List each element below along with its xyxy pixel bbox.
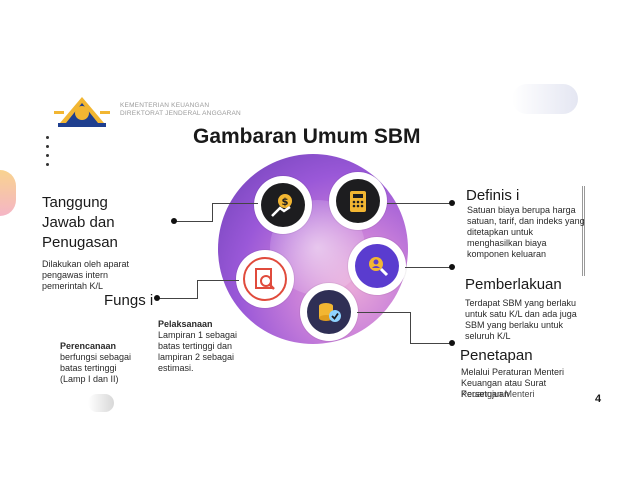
connector-line [387, 203, 451, 204]
decorative-blob-bottom-left [88, 394, 114, 412]
connector-dot [449, 264, 455, 270]
svg-text:$: $ [282, 197, 289, 208]
ministry-name: KEMENTERIAN KEUANGAN [120, 102, 210, 109]
connector-line [212, 203, 213, 222]
tanggung-jawab-heading: Tanggung Jawab dan Penugasan [42, 194, 118, 251]
connector-line [410, 343, 451, 344]
connector-line [158, 298, 198, 299]
perencanaan-title: Perencanaan [60, 341, 117, 351]
penetapan-heading: Penetapan [460, 347, 533, 364]
definisi-description: Satuan biaya berupa harga satuan, tarif,… [467, 205, 585, 259]
penetapan-overlap-text: Keuangan Menteri [461, 389, 535, 399]
pelaksanaan-title: Pelaksanaan [158, 319, 213, 329]
connector-dot [449, 200, 455, 206]
document-search-icon [236, 250, 294, 308]
connector-line [212, 203, 258, 204]
page-number: 4 [595, 393, 602, 405]
pelaksanaan-block: Pelaksanaan Lampiran 1 sebagai batas ter… [158, 319, 248, 374]
money-hand-icon: $ [254, 176, 312, 234]
penetapan-description: Melalui Peraturan Menteri Keuangan atau … [461, 367, 565, 399]
pemberlakuan-description: Terdapat SBM yang berlaku untuk satu K/L… [465, 298, 577, 341]
perencanaan-description: berfungsi sebagai batas tertinggi (Lamp … [60, 352, 132, 384]
page-title: Gambaran Umum SBM [193, 125, 421, 148]
ministry-logo [54, 97, 110, 127]
person-search-icon [348, 237, 406, 295]
connector-line [197, 280, 239, 281]
decorative-side-lines [582, 186, 585, 276]
connector-line [197, 280, 198, 299]
connector-dot [171, 218, 177, 224]
fungsi-heading: Fungs i [104, 292, 154, 309]
connector-line [175, 221, 213, 222]
pemberlakuan-heading: Pemberlakuan [465, 276, 562, 293]
pelaksanaan-description: Lampiran 1 sebagai batas tertinggi dan l… [158, 330, 238, 373]
connector-line [357, 312, 411, 313]
connector-dot [449, 340, 455, 346]
coins-check-icon [300, 283, 358, 341]
perencanaan-block: Perencanaan berfungsi sebagai batas tert… [60, 341, 140, 385]
bullet-dots [46, 136, 49, 172]
decorative-blob-left [0, 170, 16, 216]
telephone-icon [329, 172, 387, 230]
connector-line [410, 312, 411, 344]
connector-dot [154, 295, 160, 301]
tanggung-jawab-description: Dilakukan oleh aparat pengawas intern pe… [42, 259, 130, 291]
decorative-blob-top-right [512, 84, 578, 114]
directorate-name: DIREKTORAT JENDERAL ANGGARAN [120, 110, 241, 117]
connector-line [405, 267, 451, 268]
definisi-heading: Definis i [466, 187, 520, 204]
